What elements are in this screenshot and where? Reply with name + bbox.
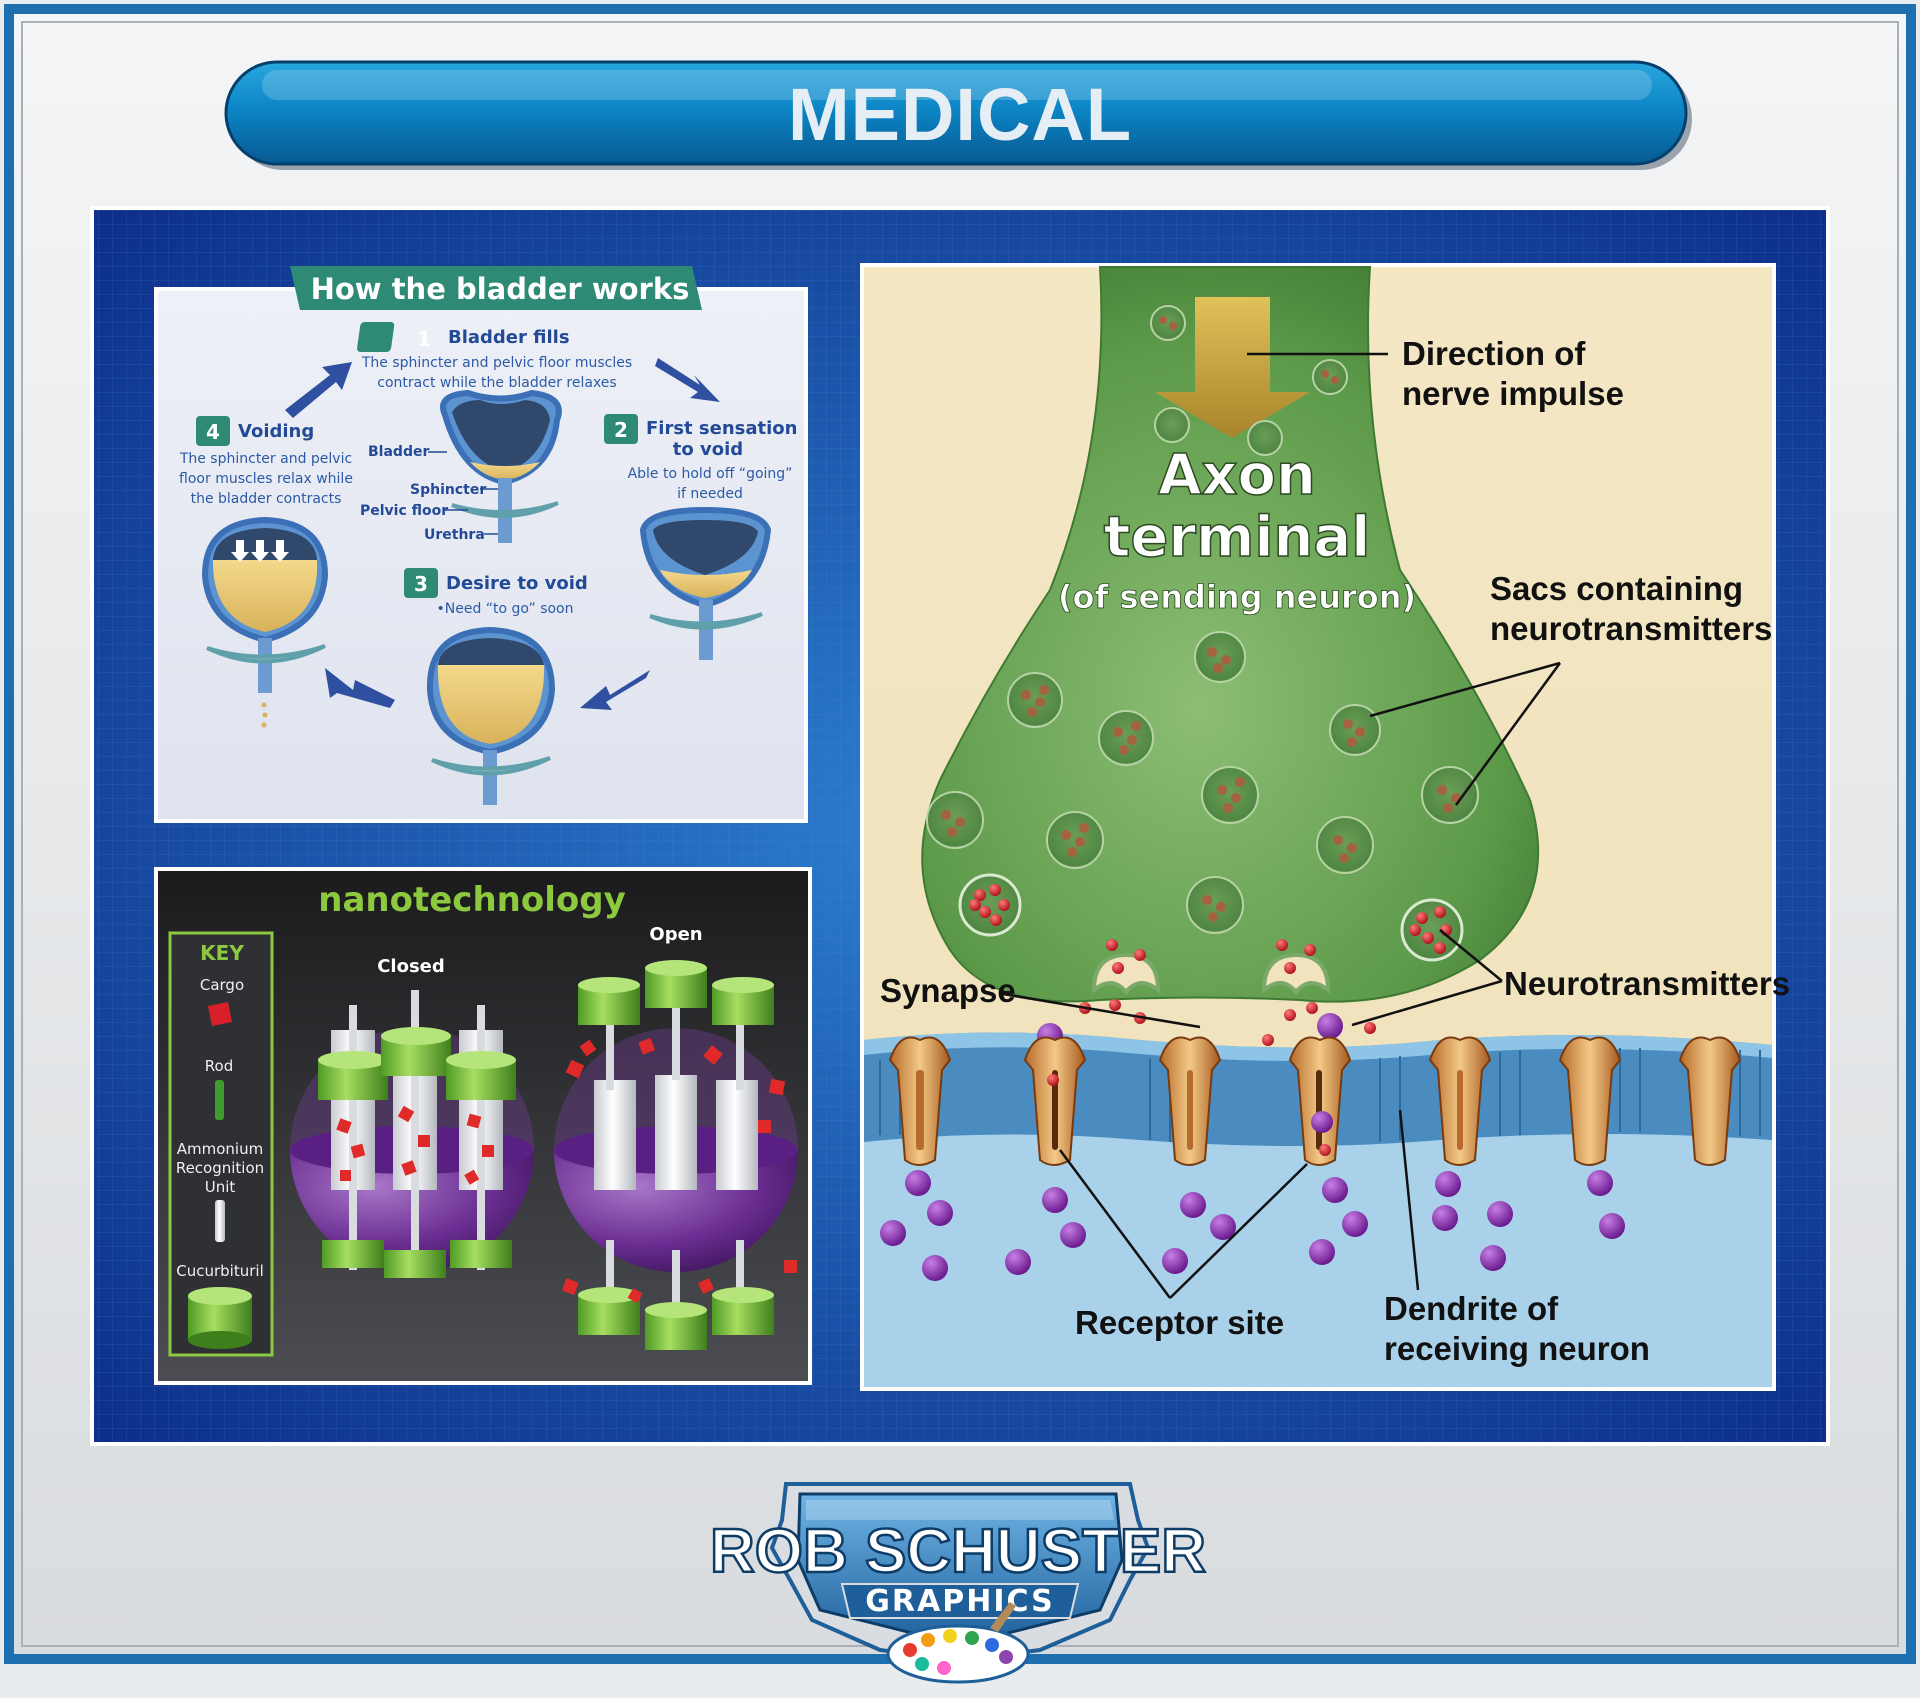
rod-icon — [215, 1080, 224, 1120]
nano-title: nanotechnology — [318, 880, 625, 920]
bladder-illustration-2 — [639, 506, 772, 660]
logo-title: ROB SCHUSTER — [710, 1517, 1206, 1586]
step1-title: Bladder fills — [448, 327, 570, 348]
closed-nanoparticle — [290, 990, 534, 1278]
bladder-illustration-4 — [201, 516, 329, 728]
open-nanoparticle — [554, 960, 798, 1350]
label-pelvic-floor: Pelvic floor — [360, 503, 448, 519]
logo-subtitle: GRAPHICS — [865, 1584, 1054, 1619]
bladder-anatomy-labels: Bladder Sphincter Pelvic floor Urethra — [360, 444, 498, 543]
cucurbituril-icon — [188, 1287, 252, 1349]
recognition-unit-icon — [215, 1200, 225, 1242]
dendrite-label-1: Dendrite of — [1384, 1290, 1559, 1327]
step2-title-2: to void — [673, 439, 743, 460]
logo: ROB SCHUSTER GRAPHICS — [709, 1482, 1207, 1684]
axon-label-2: terminal — [1104, 505, 1371, 570]
closed-tubes — [318, 990, 516, 1278]
bladder-illustration-1 — [440, 389, 562, 543]
key-title: KEY — [200, 941, 244, 965]
step1-desc-2: contract while the bladder relaxes — [377, 375, 616, 391]
key-rod-label: Rod — [205, 1057, 233, 1075]
step2-desc-2: if needed — [677, 486, 743, 502]
cargo-cube-icon — [208, 1002, 232, 1026]
neurotransmitters-label: Neurotransmitters — [1504, 965, 1790, 1002]
step4-badge — [196, 416, 230, 446]
open-label: Open — [649, 924, 702, 945]
nano-key: KEY Cargo Rod Ammonium Recognition Unit … — [168, 931, 274, 1357]
palette-icon — [886, 1602, 1030, 1684]
label-sphincter: Sphincter — [410, 482, 486, 498]
arrow-icon — [285, 362, 352, 418]
arrow-icon — [580, 670, 650, 710]
vesicles — [926, 305, 1479, 996]
page-title: MEDICAL — [788, 73, 1132, 156]
receptor-label: Receptor site — [1075, 1304, 1284, 1341]
label-urethra: Urethra — [424, 527, 485, 543]
synapse-label: Synapse — [880, 972, 1016, 1009]
step4-desc-2: floor muscles relax while — [179, 471, 353, 487]
impulse-arrow-icon — [1155, 297, 1310, 438]
step4-desc-3: the bladder contracts — [191, 491, 342, 507]
membrane-texture — [879, 1048, 1761, 1142]
arrow-icon — [325, 668, 395, 708]
closed-label: Closed — [377, 956, 445, 977]
step3-title: Desire to void — [446, 573, 588, 594]
axon-label-3: (of sending neuron) — [1058, 578, 1416, 616]
bladder-illustration-3 — [426, 626, 556, 805]
direction-label-2: nerve impulse — [1402, 375, 1624, 412]
step3-number: 3 — [414, 572, 428, 596]
leader-lines — [1002, 352, 1562, 1299]
step1-number: 1 — [417, 327, 431, 351]
key-aru-label-3: Unit — [205, 1178, 236, 1196]
cycle-arrows — [285, 358, 720, 710]
key-aru-label-1: Ammonium — [177, 1140, 263, 1158]
sacs-label-1: Sacs containing — [1490, 570, 1743, 607]
sacs-label-2: neurotransmitters — [1490, 610, 1772, 647]
step1-desc-1: The sphincter and pelvic floor muscles — [361, 355, 632, 371]
step2-badge — [604, 414, 638, 444]
nanotech-panel: nanotechnology KEY Cargo Rod Ammonium Re… — [154, 867, 812, 1385]
label-bladder: Bladder — [368, 444, 429, 460]
bladder-title: How the bladder works — [311, 272, 690, 306]
step1-badge — [357, 322, 395, 352]
step4-title: Voiding — [238, 421, 314, 442]
title-banner: MEDICAL — [224, 60, 1692, 170]
dendrite-label-2: receiving neuron — [1384, 1330, 1650, 1367]
step3-desc: •Need “to go” soon — [436, 601, 573, 617]
step2-number: 2 — [614, 418, 628, 442]
step2-title-1: First sensation — [646, 418, 797, 439]
neuron-panel: Axon terminal (of sending neuron) Direct… — [860, 263, 1790, 1391]
step4-desc-1: The sphincter and pelvic — [179, 451, 352, 467]
bladder-panel: How the bladder works 1 Bladder fills Th… — [154, 266, 808, 823]
key-cargo-label: Cargo — [200, 976, 244, 994]
key-aru-label-2: Recognition — [176, 1159, 264, 1177]
direction-label-1: Direction of — [1402, 335, 1586, 372]
axon-label-1: Axon — [1158, 443, 1316, 508]
step2-desc-1: Able to hold off “going” — [628, 466, 793, 482]
key-cucurbituril-label: Cucurbituril — [176, 1262, 263, 1280]
arrow-icon — [655, 358, 720, 402]
step4-number: 4 — [206, 420, 220, 444]
receiving-molecules — [880, 1170, 1625, 1281]
bladder-title-tab — [290, 266, 702, 310]
step3-badge — [404, 568, 438, 598]
